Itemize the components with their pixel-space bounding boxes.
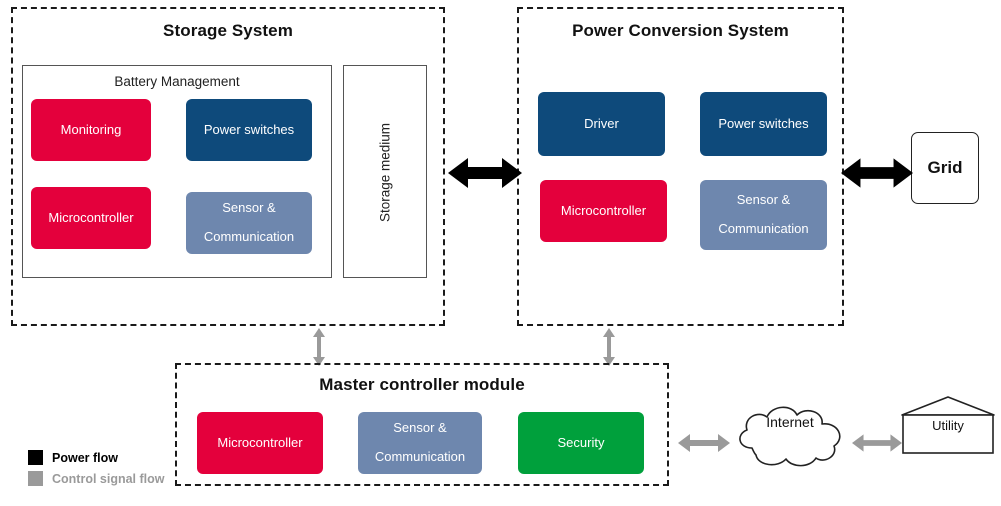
sensor-line-2: Communication [718, 221, 809, 237]
storage-medium-box [343, 65, 427, 278]
control-flow-arrow-internet-utility [852, 434, 902, 452]
cloud-icon [739, 406, 841, 467]
block-bms-power-switches[interactable]: Power switches [186, 99, 312, 161]
legend-swatch-control-signal-flow [28, 471, 43, 486]
block-pcs-microcontroller[interactable]: Microcontroller [540, 180, 667, 242]
block-mcm-microcontroller-label: Microcontroller [217, 434, 303, 450]
block-pcs-sensor-communication-label: Sensor & Communication [718, 191, 809, 238]
block-mcm-sensor-communication-label: Sensor & Communication [374, 419, 466, 466]
node-grid-label: Grid [927, 158, 963, 177]
control-flow-arrow-pcs-master [603, 328, 615, 366]
group-master-controller-module: Master controller module [175, 363, 669, 486]
block-bms-microcontroller[interactable]: Microcontroller [31, 187, 151, 249]
block-mcm-security-label: Security [557, 434, 605, 450]
block-monitoring[interactable]: Monitoring [31, 99, 151, 161]
battery-management-title: Battery Management [114, 74, 240, 89]
legend-item-control-signal-flow: Control signal flow [28, 471, 165, 486]
node-utility-label: Utility [932, 418, 964, 433]
power-flow-arrow-storage-pcs [448, 158, 522, 188]
master-controller-module-title: Master controller module [319, 375, 525, 394]
power-conversion-system-title: Power Conversion System [572, 21, 789, 40]
block-pcs-microcontroller-label: Microcontroller [560, 202, 647, 218]
block-bms-power-switches-label: Power switches [203, 121, 295, 137]
group-storage-system: Storage System [11, 7, 445, 326]
block-pcs-power-switches[interactable]: Power switches [700, 92, 827, 156]
power-flow-arrow-pcs-grid [841, 158, 913, 188]
house-icon [901, 396, 995, 454]
block-monitoring-label: Monitoring [60, 121, 122, 137]
block-bms-sensor-communication[interactable]: Sensor & Communication [186, 192, 312, 254]
block-pcs-driver[interactable]: Driver [538, 92, 665, 156]
node-internet[interactable]: Internet [726, 398, 854, 470]
block-mcm-sensor-communication[interactable]: Sensor & Communication [358, 412, 482, 474]
control-flow-arrow-master-internet [678, 434, 730, 452]
storage-medium-label: Storage medium [377, 122, 393, 223]
legend-item-power-flow: Power flow [28, 450, 165, 465]
node-internet-label: Internet [766, 414, 814, 430]
sensor-line-2: Communication [203, 229, 295, 245]
sensor-line-1: Sensor & [222, 199, 276, 215]
node-utility[interactable]: Utility [900, 394, 996, 456]
legend-label-control-signal-flow: Control signal flow [52, 471, 165, 486]
node-grid[interactable]: Grid [911, 132, 979, 204]
legend: Power flow Control signal flow [28, 450, 165, 492]
legend-swatch-power-flow [28, 450, 43, 465]
block-pcs-driver-label: Driver [584, 115, 619, 131]
block-mcm-microcontroller[interactable]: Microcontroller [197, 412, 323, 474]
block-pcs-power-switches-label: Power switches [718, 115, 809, 131]
block-pcs-sensor-communication[interactable]: Sensor & Communication [700, 180, 827, 250]
sensor-line-1: Sensor & [393, 419, 447, 435]
block-bms-microcontroller-label: Microcontroller [48, 209, 134, 225]
group-power-conversion-system: Power Conversion System [517, 7, 844, 326]
legend-label-power-flow: Power flow [52, 450, 118, 465]
block-bms-sensor-communication-label: Sensor & Communication [203, 199, 295, 246]
sensor-line-2: Communication [374, 449, 466, 465]
storage-system-title: Storage System [163, 21, 293, 40]
block-mcm-security[interactable]: Security [518, 412, 644, 474]
sensor-line-1: Sensor & [736, 191, 791, 207]
control-flow-arrow-storage-master [313, 328, 325, 366]
